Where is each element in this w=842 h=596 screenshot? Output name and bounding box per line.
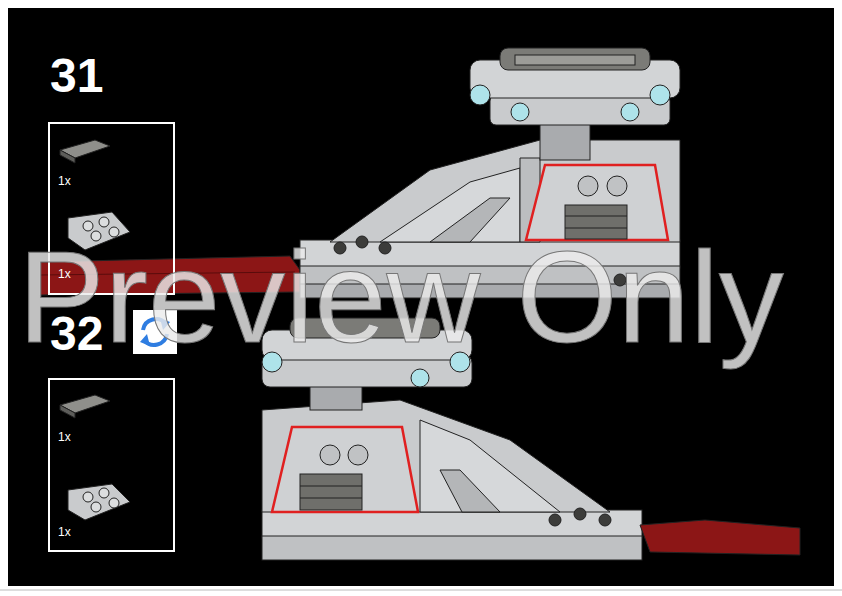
parts-list-box: 1x 1x (48, 378, 175, 552)
part-quantity: 1x (58, 174, 71, 188)
step-number: 31 (50, 52, 103, 100)
part-quantity: 1x (58, 430, 71, 444)
part-quantity: 1x (58, 525, 71, 539)
watermark: Preview Only (18, 232, 784, 362)
